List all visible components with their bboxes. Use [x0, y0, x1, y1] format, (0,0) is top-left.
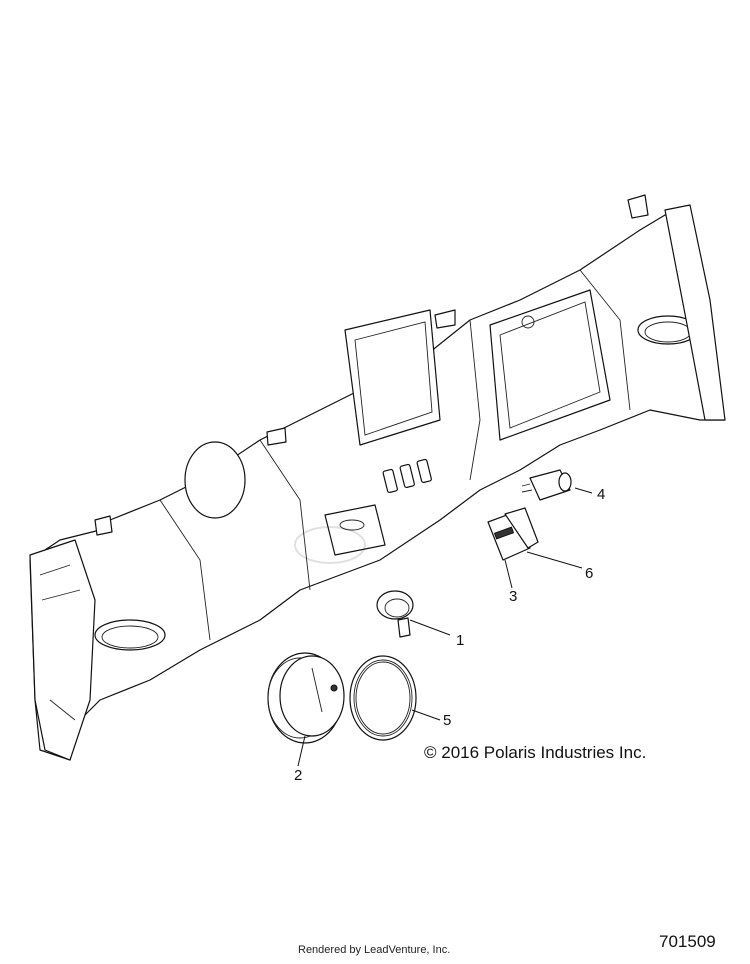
callout-6: 6 [585, 565, 594, 582]
leader-4 [574, 487, 593, 494]
leader-1 [409, 619, 451, 636]
callout-4: 4 [597, 486, 606, 503]
part-6-rocker-switch [487, 507, 539, 561]
dashboard-panel [29, 194, 726, 761]
part-5-retaining-ring [349, 655, 417, 741]
rendered-by-credit: Rendered by LeadVenture, Inc. [298, 944, 451, 956]
part-4-power-outlet [521, 469, 572, 501]
callout-3: 3 [509, 588, 518, 605]
callout-2: 2 [294, 767, 303, 784]
leader-5 [411, 709, 441, 721]
figure-number: 701509 [659, 932, 716, 951]
leader-3 [504, 559, 513, 589]
part-2-gauge [267, 652, 345, 744]
leader-6 [526, 551, 583, 569]
leader-2 [297, 735, 306, 767]
watermark-logo [294, 526, 366, 564]
callout-5: 5 [443, 712, 452, 729]
callout-1: 1 [456, 632, 465, 649]
part-1-ignition-switch [376, 590, 414, 638]
copyright-notice: © 2016 Polaris Industries Inc. [424, 743, 647, 762]
